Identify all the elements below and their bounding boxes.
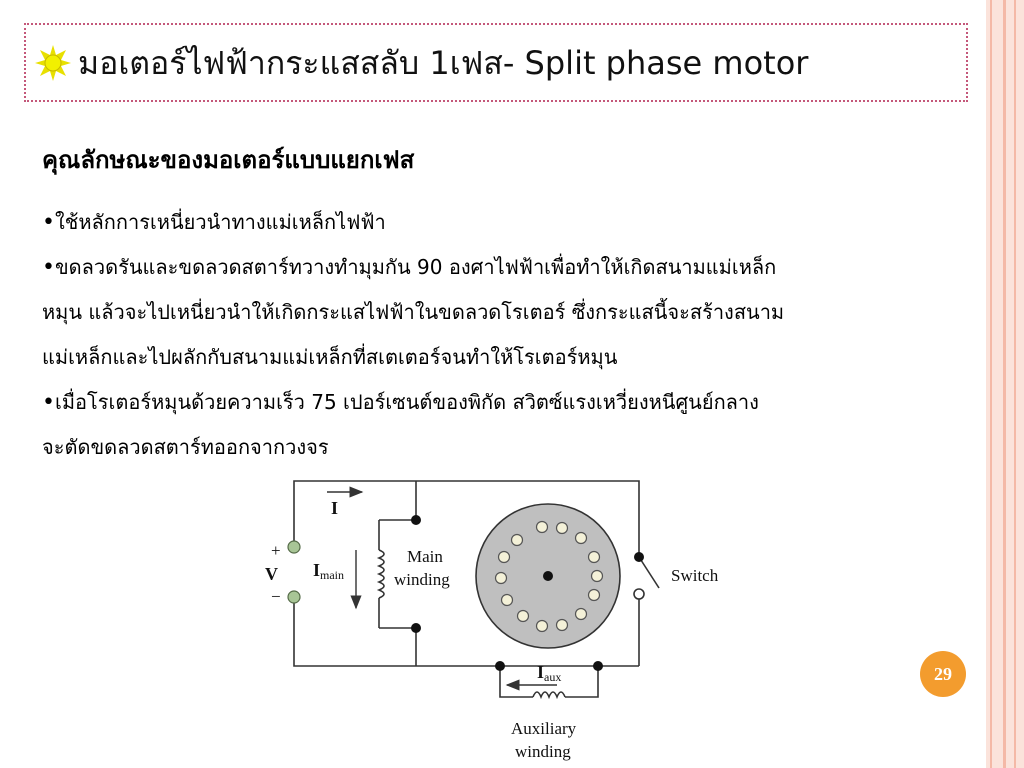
rotor-shaft <box>543 571 553 581</box>
sun-icon <box>35 45 71 81</box>
right-stripe-line-2 <box>1003 0 1006 768</box>
section-heading: คุณลักษณะของมอเตอร์แบบแยกเฟส <box>42 146 415 174</box>
aux-winding-label-2: winding <box>515 742 571 761</box>
source-terminal-negative <box>287 590 301 604</box>
slide-title: มอเตอร์ไฟฟ้ากระแสสลับ 1เฟส- Split phase … <box>78 44 809 82</box>
title-box <box>24 23 968 102</box>
current-label: I <box>331 498 338 518</box>
imain-label: Imain <box>313 560 344 582</box>
junction-dot <box>593 661 603 671</box>
minus-sign: − <box>271 587 281 606</box>
switch-pivot-dot <box>634 552 644 562</box>
bullet-mark: • <box>42 255 55 280</box>
plus-sign: + <box>271 541 281 560</box>
body-text: •ใช้หลักการเหนี่ยวนำทางแม่เหล็กไฟฟ้า •ขด… <box>42 200 972 470</box>
body-line-6: จะตัดขดลวดสตาร์ทออกจากวงจร <box>42 435 329 459</box>
bullet-line-1: •ใช้หลักการเหนี่ยวนำทางแม่เหล็กไฟฟ้า <box>42 210 386 235</box>
junction-dot <box>411 515 421 525</box>
body-line-4: แม่เหล็กและไปผลักกับสนามแม่เหล็กที่สเตเต… <box>42 345 618 369</box>
right-stripe-line-3 <box>1014 0 1016 768</box>
right-stripe-line-1 <box>990 0 992 768</box>
main-winding-coil <box>376 549 385 599</box>
main-winding-label-2: winding <box>394 570 450 589</box>
split-phase-motor-diagram: I + V − Imain Main winding Switch Iaux A… <box>265 480 719 761</box>
bullet-mark: • <box>42 390 55 415</box>
junction-dot <box>411 623 421 633</box>
bullet-line-2: •ขดลวดรันและขดลวดสตาร์ทวางทำมุมกัน 90 อง… <box>42 255 777 280</box>
main-winding-label-1: Main <box>407 547 443 566</box>
voltage-label: V <box>265 564 278 584</box>
switch-label: Switch <box>671 566 719 585</box>
page-number-badge: 29 <box>920 651 966 697</box>
junction-dot <box>495 661 505 671</box>
iaux-label: Iaux <box>537 662 561 684</box>
body-line-3: หมุน แล้วจะไปเหนี่ยวนำให้เกิดกระแสไฟฟ้าใ… <box>42 300 785 324</box>
source-terminal-positive <box>287 540 301 554</box>
aux-winding-coil <box>532 691 566 700</box>
aux-winding-label-1: Auxiliary <box>511 719 577 738</box>
bullet-line-5: •เมื่อโรเตอร์หมุนด้วยความเร็ว 75 เปอร์เซ… <box>42 390 759 415</box>
switch-contact <box>633 588 645 600</box>
bullet-mark: • <box>42 210 55 235</box>
